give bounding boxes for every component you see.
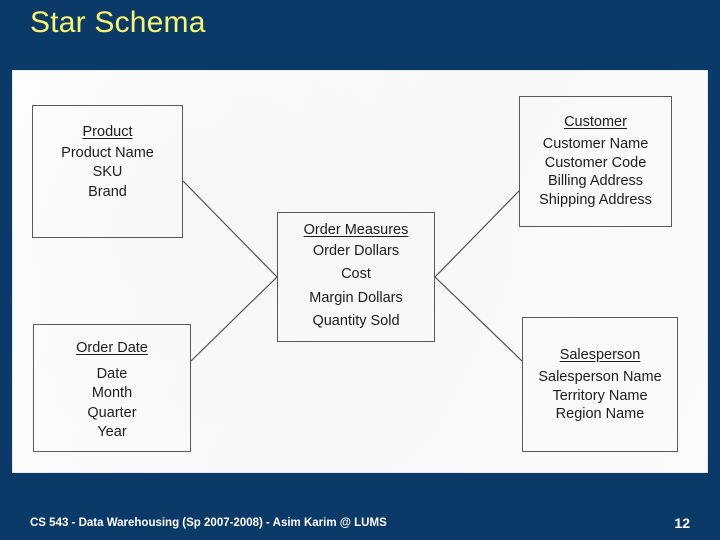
entity-field: Cost xyxy=(341,266,371,283)
entity-title-order-date: Order Date xyxy=(76,340,148,356)
slide-page-number: 12 xyxy=(674,515,690,531)
footer-course-note: CS 543 - Data Warehousing (Sp 2007-2008)… xyxy=(30,517,387,529)
entity-field: SKU xyxy=(92,164,123,181)
connector-fact-to-salesperson xyxy=(434,276,523,362)
entity-box-product[interactable]: Product Product Name SKU Brand xyxy=(32,105,183,238)
entity-title-salesperson: Salesperson xyxy=(559,347,641,363)
diagram-panel: Product Product Name SKU Brand Order Dat… xyxy=(13,71,707,472)
connector-lines xyxy=(182,180,523,362)
connector-fact-to-customer xyxy=(434,190,520,278)
entity-field: Year xyxy=(97,423,127,440)
entity-field: Date xyxy=(96,366,128,382)
connector-orderdate-to-fact xyxy=(190,276,278,362)
entity-field: Brand xyxy=(88,183,127,200)
entity-field: Product Name xyxy=(61,145,154,161)
page-title: Star Schema xyxy=(30,6,206,39)
entity-box-order-measures[interactable]: Order Measures Order Dollars Cost Margin… xyxy=(277,212,435,342)
entity-field-list: Customer Name Customer Code Billing Addr… xyxy=(520,135,671,209)
entity-field-list: Order Dollars Cost Margin Dollars Quanti… xyxy=(278,240,434,334)
entity-field: Margin Dollars xyxy=(309,289,403,306)
entity-box-customer[interactable]: Customer Customer Name Customer Code Bil… xyxy=(519,96,672,227)
entity-field: Quarter xyxy=(87,404,137,421)
entity-title-product: Product xyxy=(82,124,133,140)
entity-box-order-date[interactable]: Order Date Date Month Quarter Year xyxy=(33,324,191,452)
entity-box-salesperson[interactable]: Salesperson Salesperson Name Territory N… xyxy=(522,317,678,452)
entity-field: Order Dollars xyxy=(312,243,400,259)
entity-field-list: Product Name SKU Brand xyxy=(33,144,182,202)
entity-field: Billing Address xyxy=(547,173,644,190)
entity-field: Region Name xyxy=(555,406,645,423)
entity-field: Month xyxy=(91,385,133,402)
entity-field: Quantity Sold xyxy=(312,313,400,330)
entity-title-customer: Customer xyxy=(564,114,627,130)
entity-field: Customer Code xyxy=(544,154,647,171)
entity-field-list: Salesperson Name Territory Name Region N… xyxy=(523,368,677,424)
entity-field: Territory Name xyxy=(552,387,648,404)
entity-field: Shipping Address xyxy=(539,191,652,208)
entity-field: Salesperson Name xyxy=(538,369,662,385)
entity-field-list: Date Month Quarter Year xyxy=(34,365,190,442)
entity-title-order-measures: Order Measures xyxy=(303,222,409,238)
connector-product-to-fact xyxy=(182,180,278,278)
entity-field: Customer Name xyxy=(542,136,649,152)
